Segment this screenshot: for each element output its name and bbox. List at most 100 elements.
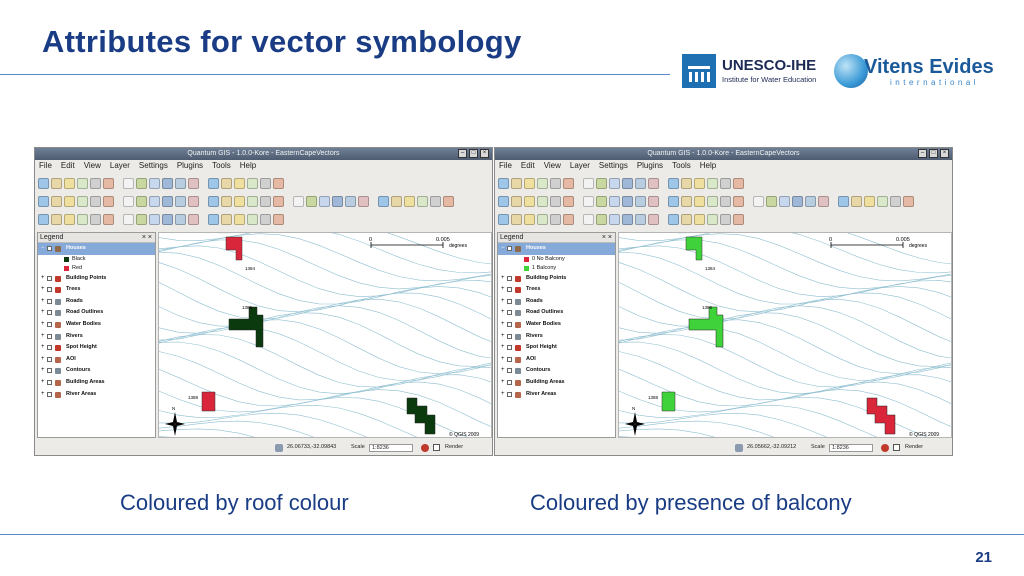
toolbar-button-icon[interactable]	[38, 178, 49, 189]
toolbar-button-icon[interactable]	[851, 196, 862, 207]
toolbar-button-icon[interactable]	[208, 214, 219, 225]
expand-icon[interactable]: +	[41, 320, 45, 327]
layer-checkbox[interactable]	[47, 310, 52, 316]
collapse-icon[interactable]: −	[41, 245, 45, 251]
toolbar-button-icon[interactable]	[720, 214, 731, 225]
toolbar-button-icon[interactable]	[221, 196, 232, 207]
toolbar-button-icon[interactable]	[498, 196, 509, 207]
layer-checkbox[interactable]	[507, 275, 512, 281]
legend-layer-houses[interactable]: − Houses	[498, 243, 615, 255]
toolbar-button-icon[interactable]	[64, 214, 75, 225]
expand-icon[interactable]: +	[501, 344, 505, 351]
toolbar-button-icon[interactable]	[635, 178, 646, 189]
expand-icon[interactable]: +	[41, 390, 45, 397]
toolbar-button-icon[interactable]	[90, 214, 101, 225]
toolbar-button-icon[interactable]	[260, 214, 271, 225]
menu-help[interactable]: Help	[699, 161, 717, 170]
toolbar-button-icon[interactable]	[805, 196, 816, 207]
toolbar-button-icon[interactable]	[596, 178, 607, 189]
toolbar-button-icon[interactable]	[247, 214, 258, 225]
toolbar-button-icon[interactable]	[103, 196, 114, 207]
toolbar-button-icon[interactable]	[792, 196, 803, 207]
legend-layer[interactable]: +Rivers	[498, 331, 615, 343]
toolbar-button-icon[interactable]	[622, 214, 633, 225]
toolbar-button-icon[interactable]	[622, 178, 633, 189]
menu-edit[interactable]: Edit	[520, 161, 535, 170]
toolbar-button-icon[interactable]	[77, 196, 88, 207]
legend-layer[interactable]: +Water Bodies	[498, 319, 615, 331]
toolbar-button-icon[interactable]	[391, 196, 402, 207]
legend-layer[interactable]: +Spot Height	[498, 342, 615, 354]
toolbar-button-icon[interactable]	[90, 196, 101, 207]
toolbar-button-icon[interactable]	[293, 196, 304, 207]
stop-render-icon[interactable]	[881, 444, 889, 452]
layer-checkbox[interactable]	[47, 298, 52, 304]
menu-view[interactable]: View	[543, 161, 561, 170]
toolbar-button-icon[interactable]	[563, 214, 574, 225]
toolbar-button-icon[interactable]	[162, 196, 173, 207]
legend-layer[interactable]: +Trees	[38, 284, 155, 296]
menu-view[interactable]: View	[83, 161, 101, 170]
legend-layer[interactable]: +Building Points	[38, 273, 155, 285]
toolbar-button-icon[interactable]	[766, 196, 777, 207]
expand-icon[interactable]: +	[501, 355, 505, 362]
toolbar-button-icon[interactable]	[273, 214, 284, 225]
toolbar-button-icon[interactable]	[818, 196, 829, 207]
toolbar-button-icon[interactable]	[378, 196, 389, 207]
expand-icon[interactable]: +	[501, 332, 505, 339]
toolbar-button-icon[interactable]	[668, 214, 679, 225]
toolbar-button-icon[interactable]	[51, 178, 62, 189]
stop-render-icon[interactable]	[421, 444, 429, 452]
toolbar-button-icon[interactable]	[609, 214, 620, 225]
legend-layer[interactable]: +Road Outlines	[38, 307, 155, 319]
menu-plugins[interactable]: Plugins	[176, 161, 204, 170]
toolbar-button-icon[interactable]	[260, 196, 271, 207]
toolbar-button-icon[interactable]	[648, 196, 659, 207]
toolbar-button-icon[interactable]	[443, 196, 454, 207]
toolbar-button-icon[interactable]	[537, 214, 548, 225]
legend-layer[interactable]: +Roads	[38, 296, 155, 308]
expand-icon[interactable]: +	[41, 286, 45, 293]
toolbar-button-icon[interactable]	[524, 196, 535, 207]
toolbar-button-icon[interactable]	[247, 196, 258, 207]
toolbar-button-icon[interactable]	[345, 196, 356, 207]
toolbar-button-icon[interactable]	[358, 196, 369, 207]
toolbar-button-icon[interactable]	[234, 214, 245, 225]
legend-layer[interactable]: +Building Points	[498, 273, 615, 285]
legend-close-icon[interactable]: × ×	[601, 234, 612, 241]
collapse-icon[interactable]: −	[501, 245, 505, 251]
toolbar-button-icon[interactable]	[563, 178, 574, 189]
toolbar-button-icon[interactable]	[707, 178, 718, 189]
legend-layer[interactable]: +Contours	[38, 365, 155, 377]
expand-icon[interactable]: +	[501, 390, 505, 397]
toolbar-button-icon[interactable]	[38, 214, 49, 225]
legend-layer[interactable]: +Building Areas	[38, 377, 155, 389]
toolbar-button-icon[interactable]	[890, 196, 901, 207]
toolbar-button-icon[interactable]	[221, 214, 232, 225]
expand-icon[interactable]: +	[41, 332, 45, 339]
toolbar-button-icon[interactable]	[417, 196, 428, 207]
legend-layer[interactable]: +Rivers	[38, 331, 155, 343]
toolbar-button-icon[interactable]	[77, 214, 88, 225]
toolbar-button-icon[interactable]	[753, 196, 764, 207]
toolbar-button-icon[interactable]	[838, 196, 849, 207]
toolbar-button-icon[interactable]	[596, 214, 607, 225]
toolbar-button-icon[interactable]	[208, 178, 219, 189]
toolbar-button-icon[interactable]	[681, 214, 692, 225]
toolbar-button-icon[interactable]	[668, 178, 679, 189]
toolbar-button-icon[interactable]	[103, 214, 114, 225]
toolbar-button-icon[interactable]	[188, 214, 199, 225]
toolbar-button-icon[interactable]	[511, 214, 522, 225]
toolbar-button-icon[interactable]	[498, 214, 509, 225]
toolbar-button-icon[interactable]	[694, 196, 705, 207]
layer-checkbox[interactable]	[507, 333, 512, 339]
menu-help[interactable]: Help	[239, 161, 257, 170]
toolbar-button-icon[interactable]	[694, 178, 705, 189]
toolbar-button-icon[interactable]	[583, 214, 594, 225]
map-canvas[interactable]: 0 0.005 degrees 1384 1386 1388 N © QGIS …	[618, 232, 952, 438]
toolbar-button-icon[interactable]	[175, 196, 186, 207]
toolbar-button-icon[interactable]	[273, 196, 284, 207]
toolbar-button-icon[interactable]	[864, 196, 875, 207]
toolbar-button-icon[interactable]	[779, 196, 790, 207]
toolbar-button-icon[interactable]	[583, 178, 594, 189]
